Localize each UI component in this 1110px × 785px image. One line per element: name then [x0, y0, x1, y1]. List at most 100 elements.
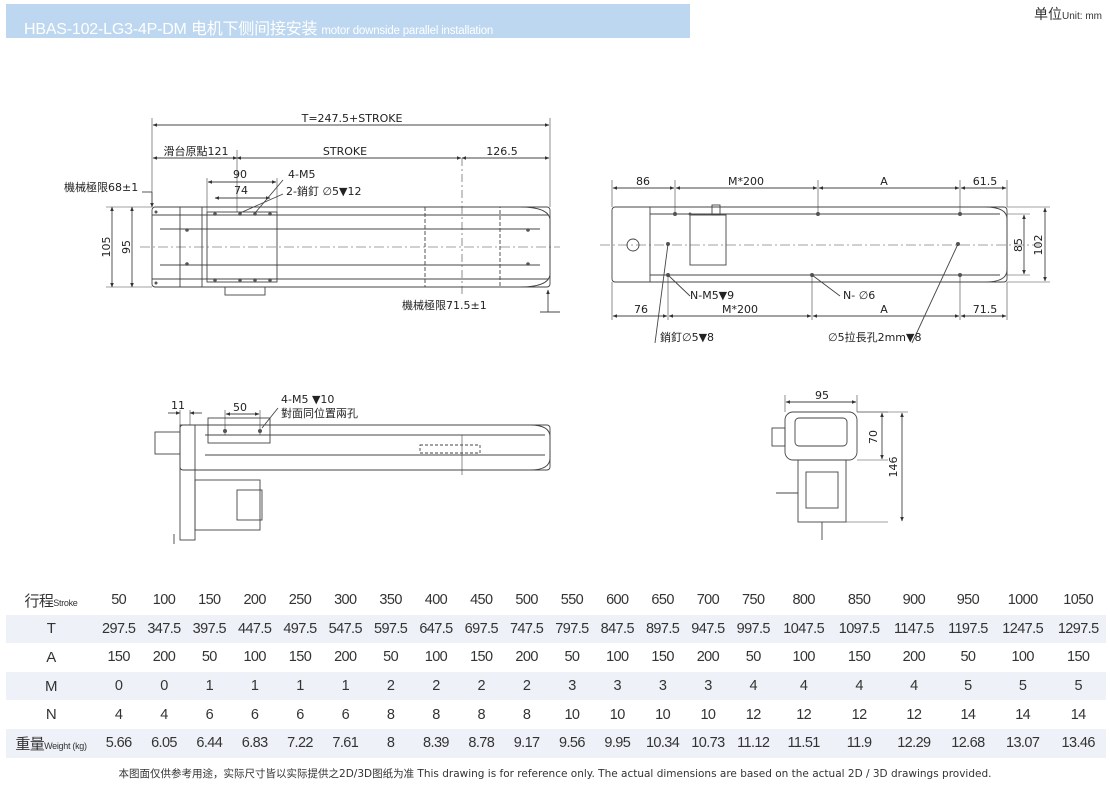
table-cell: 11.51	[775, 728, 832, 758]
table-cell: 2	[367, 671, 414, 701]
top-view	[106, 118, 560, 313]
row-header: 行程Stroke	[6, 586, 96, 615]
table-cell: 12	[851, 706, 868, 723]
table-cell: 450	[470, 592, 493, 609]
table-cell: 200	[696, 649, 720, 666]
bottom-view-endcap	[984, 206, 1008, 283]
table-cell: 1000	[1007, 592, 1038, 609]
table-cell: 13.46	[1050, 728, 1106, 758]
table-cell: 8.78	[458, 728, 504, 758]
table-cell: 997.5	[730, 614, 776, 644]
table-cell: 850	[847, 592, 871, 609]
table-cell: 1	[186, 671, 232, 701]
table-cell: 8.39	[413, 728, 459, 758]
table-cell: 3	[594, 671, 640, 701]
table-cell: 1197.5	[940, 614, 995, 644]
dim-61-5: 61.5	[973, 175, 998, 188]
table-cell: 200	[334, 649, 357, 666]
row-header: 重量Weight (kg)	[6, 728, 96, 758]
table-cell: 947.5	[685, 614, 731, 644]
table-cell: 1	[277, 671, 323, 701]
table-cell: 6.44	[186, 728, 232, 758]
side-view-body	[179, 424, 551, 471]
table-cell: 100	[792, 649, 815, 666]
table-cell: 597.5	[367, 614, 414, 644]
table-cell: 8	[477, 706, 486, 723]
end-view-motor	[797, 459, 847, 523]
table-cell: 650	[651, 592, 674, 609]
table-cell: 5	[940, 671, 995, 701]
row-label: N	[45, 706, 57, 724]
motor-outline	[689, 214, 727, 266]
note-limit-left: 機械極限68±1	[64, 180, 138, 194]
table-cell: 6.05	[141, 728, 187, 758]
table-cell: 12.29	[886, 728, 941, 758]
dim-71-5: 71.5	[973, 303, 998, 316]
table-cell: 6	[341, 706, 350, 723]
dim-m200-bottom: M*200	[722, 303, 758, 316]
table-cell: 447.5	[231, 614, 278, 644]
motor-bracket	[179, 424, 196, 541]
table-cell: 647.5	[413, 614, 459, 644]
table-cell: 14	[1015, 706, 1031, 723]
note-4-m5: 4-M5	[288, 168, 315, 181]
dim-86: 86	[636, 175, 650, 188]
table-cell: 1147.5	[886, 614, 941, 644]
table-cell: 4	[160, 706, 168, 723]
table-cell: 600	[606, 592, 629, 609]
dim-origin: 滑台原點121	[164, 144, 229, 158]
table-cell: 750	[742, 592, 765, 609]
table-cell: 800	[792, 592, 815, 609]
row-label: A	[46, 648, 56, 666]
table-cell: 5.66	[96, 728, 142, 758]
table-cell: 6	[296, 706, 304, 723]
table-cell: 4	[730, 671, 776, 701]
table-cell: 2	[413, 671, 459, 701]
end-view	[771, 395, 908, 540]
row-label: T	[46, 620, 56, 638]
dim-146: 146	[887, 457, 900, 478]
note-4-m5-10: 4-M5 ▼10	[281, 393, 334, 406]
row-header: T	[6, 614, 96, 644]
note-slot: ∅5拉長孔2mm▼8	[828, 330, 921, 344]
unit-label: 单位Unit: mm	[1034, 4, 1102, 24]
table-cell: 6.83	[231, 728, 278, 758]
table-cell: 10	[609, 706, 626, 723]
dim-102: 102	[1032, 235, 1045, 256]
table-cell: 950	[956, 592, 980, 609]
table-cell: 6	[250, 706, 259, 723]
table-cell: 9.17	[503, 728, 550, 758]
title-en: motor downside parallel installation	[321, 25, 494, 37]
table-cell: 200	[152, 649, 176, 666]
table-cell: 100	[1011, 649, 1034, 666]
table-cell: 50	[564, 649, 580, 666]
table-cell: 5	[1050, 671, 1106, 701]
table-cell: 14	[960, 706, 976, 723]
technical-drawing: T=247.5+STROKE 滑台原點121 STROKE 126.5 90 7…	[64, 112, 1050, 544]
note-n-6: N- ∅6	[843, 289, 875, 302]
table-cell: 297.5	[96, 614, 142, 644]
table-cell: 900	[902, 592, 926, 609]
table-cell: 150	[651, 649, 674, 666]
table-cell: 50	[960, 649, 976, 666]
table-cell: 100	[152, 592, 176, 609]
note-limit-right: 機械極限71.5±1	[402, 298, 487, 312]
table-cell: 300	[334, 592, 357, 609]
table-cell: 547.5	[322, 614, 368, 644]
table-cell: 847.5	[594, 614, 640, 644]
row-sublabel: Stroke	[53, 597, 78, 608]
side-view	[154, 407, 551, 544]
table-cell: 350	[379, 592, 402, 609]
table-cell: 200	[243, 592, 266, 609]
row-label: M	[45, 677, 58, 695]
dim-a-top: A	[880, 175, 888, 188]
table-cell: 12.68	[940, 728, 995, 758]
dim-11: 11	[171, 399, 185, 412]
table-cell: 1047.5	[775, 614, 832, 644]
table-cell: 150	[288, 649, 312, 666]
